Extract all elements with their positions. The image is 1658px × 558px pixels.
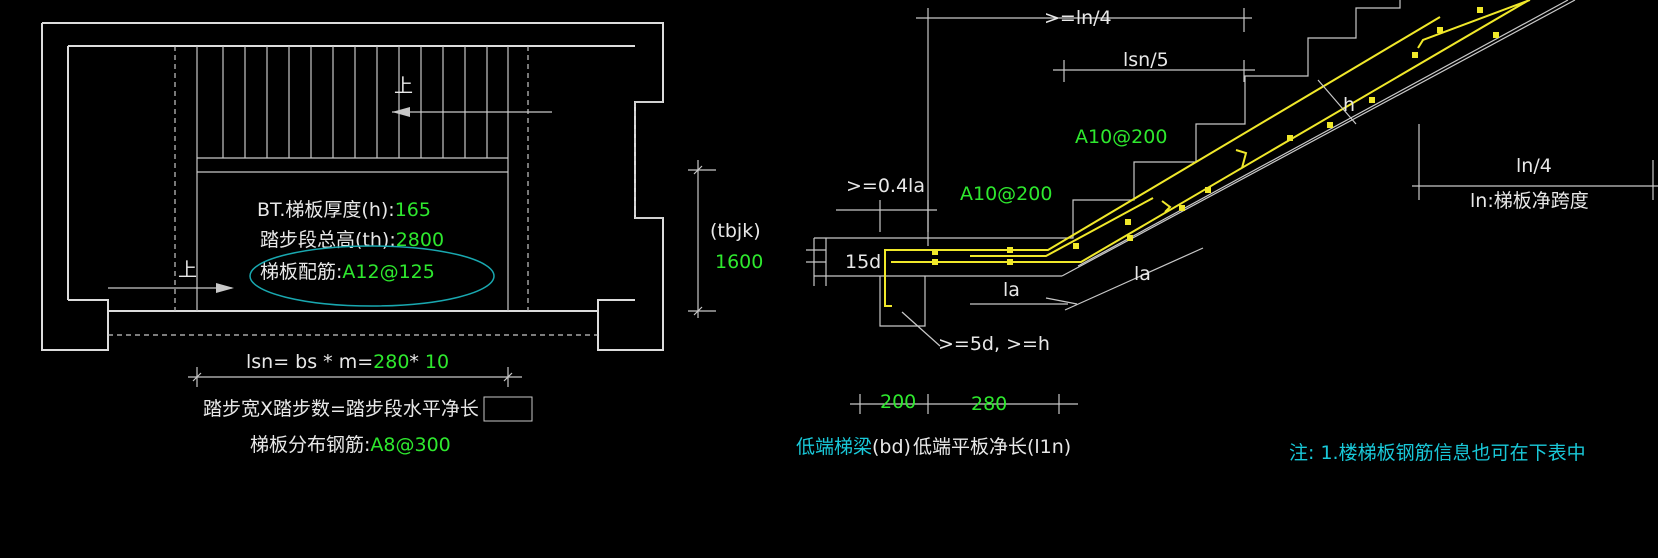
top-rebar: [884, 16, 1441, 307]
dim-041la: [836, 200, 937, 232]
dim-15d: [806, 238, 827, 286]
dim-ln4-top-label: >=ln/4: [1044, 7, 1112, 29]
lap-rebar: [970, 197, 1154, 257]
lsn-formula: lsn= bs * m=280* 10: [246, 351, 449, 373]
dim-lsn5-label: lsn/5: [1123, 49, 1169, 71]
dim-lsn5: [1053, 60, 1255, 82]
dim-15d-label: 15d: [845, 251, 881, 273]
rebar-dot: [1493, 32, 1499, 38]
rebar-upper-label: A10@200: [1075, 126, 1167, 148]
rebar-dot: [1477, 7, 1483, 13]
dim-la-2: [1064, 247, 1204, 311]
rebar-dot: [1205, 187, 1211, 193]
dim-h-label: h: [1343, 94, 1355, 116]
door-jamb: [635, 101, 663, 219]
beam-suffix: (bd): [872, 436, 911, 458]
dim-la-2-label: la: [1134, 263, 1151, 285]
slab-underside-inner: [1077, 0, 1569, 267]
hook-2: [1235, 149, 1248, 169]
bt-value: 165: [395, 199, 431, 221]
dist-rebar: 梯板分布钢筋:A8@300: [250, 434, 451, 456]
th-value: 2800: [396, 229, 444, 251]
up-mark-top: 上: [394, 75, 413, 97]
bt-label: BT.梯板厚度(h):: [257, 199, 395, 221]
note-text: 注: 1.楼梯板钢筋信息也可在下表中: [1289, 442, 1586, 464]
stair-plan: 上 上 BT.梯板厚度(h):165 踏步段总高(th):2800 梯板配筋:A…: [41, 22, 763, 456]
lsn-m: 10: [425, 351, 449, 373]
dim-la-1: [970, 297, 1078, 305]
rebar-dot: [1125, 219, 1131, 225]
rebar-dot: [1437, 27, 1443, 33]
stair-boundary: [174, 46, 529, 311]
beam-slab-caption: 低端梯梁(bd)低端平板净长(l1n): [796, 436, 1071, 458]
rebar-dot: [1327, 122, 1333, 128]
top-rebar-upper: [1417, 0, 1531, 49]
stair-well: [196, 46, 509, 311]
stair-steps: [875, 0, 1401, 239]
up-arrow-top-head: [392, 107, 410, 117]
dist-value: A8@300: [370, 434, 450, 456]
lsn-ticks: [192, 372, 513, 382]
rebar-dots: [932, 7, 1499, 265]
tread-caption: 踏步宽X踏步数=踏步段水平净长: [203, 398, 479, 420]
rebar-dot: [1073, 243, 1079, 249]
dim-ln4-right: [1412, 124, 1658, 200]
dim-la-1-label: la: [1003, 279, 1020, 301]
rebar-dot: [1412, 52, 1418, 58]
dim-200-280: [850, 394, 1078, 414]
hook-1: [1161, 200, 1172, 213]
lsn-mult: *: [409, 351, 419, 373]
tbjk-ticks: [693, 165, 703, 316]
lsn-prefix: lsn= bs * m=: [246, 351, 373, 373]
rebar-dot: [1007, 259, 1013, 265]
rebar-lower-label: A10@200: [960, 183, 1052, 205]
dim-5d-label: >=5d, >=h: [938, 333, 1050, 355]
up-mark-left: 上: [178, 259, 197, 281]
rebar-dot: [1179, 205, 1185, 211]
dim-5d: [901, 311, 941, 347]
rebar-dot: [1007, 247, 1013, 253]
low-beam: [879, 276, 926, 327]
beam-label: 低端梯梁: [796, 436, 872, 458]
rebar-dot: [932, 259, 938, 265]
rebar-dot: [1287, 135, 1293, 141]
rebar-dot: [932, 249, 938, 255]
rebar-dot: [1127, 235, 1133, 241]
rebar-label: 梯板配筋:: [260, 261, 342, 283]
outer-wall-left: [41, 23, 109, 351]
tbjk-value: 1600: [715, 251, 763, 273]
treads: [222, 46, 488, 158]
dim-h: [1317, 79, 1357, 125]
rebar-dot: [1369, 97, 1375, 103]
caption-box: [483, 396, 533, 422]
tbjk-label: (tbjk): [710, 220, 761, 242]
slab-label: 低端平板净长(l1n): [913, 436, 1071, 458]
rebar-value: A12@125: [342, 261, 434, 283]
ln4-right-label: ln/4: [1516, 155, 1552, 177]
inner-wall: [67, 45, 635, 312]
up-arrow-left-head: [216, 283, 234, 293]
dim-200-label: 200: [880, 391, 916, 413]
dist-label: 梯板分布钢筋:: [250, 434, 370, 456]
tbjk-dim-line: [688, 160, 716, 318]
landing-lines: [814, 237, 1062, 277]
slab-underside: [1061, 0, 1576, 277]
stair-section: >=ln/4 lsn/5 A10@200 A10@200 >=0.4la 15d…: [796, 0, 1658, 458]
outer-wall: [42, 22, 664, 351]
slab-rebar: 梯板配筋:A12@125: [260, 261, 435, 283]
ln-definition: ln:梯板净跨度: [1470, 190, 1589, 212]
dim-280-label: 280: [971, 393, 1007, 415]
bt-thickness: BT.梯板厚度(h):165: [257, 199, 431, 221]
lsn-bs: 280: [373, 351, 409, 373]
bottom-rebar: [891, 0, 1530, 263]
dim-041la-label: >=0.4la: [846, 175, 925, 197]
rebar-highlight-ellipse: [249, 245, 495, 307]
